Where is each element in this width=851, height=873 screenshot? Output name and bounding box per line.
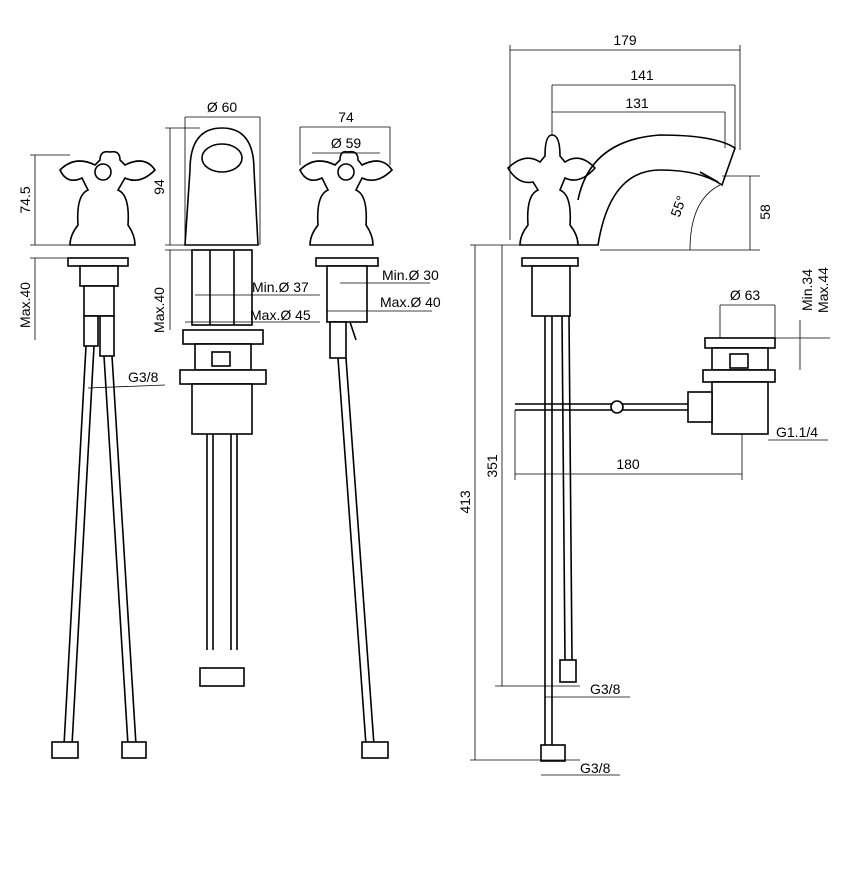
- dim-spout-reach-short: 131: [625, 95, 649, 111]
- dim-left-connection: G3/8: [128, 369, 159, 385]
- dim-valve-hole-max: Max.Ø 40: [380, 294, 441, 310]
- dim-right-connection-lower: G3/8: [580, 760, 611, 776]
- dim-waste-thread: G1.1/4: [776, 424, 818, 440]
- right-valve-drawing: [299, 126, 432, 759]
- dim-spout-body-height: 94: [151, 179, 167, 195]
- dim-spout-reach-mid: 141: [630, 67, 654, 83]
- dim-waste-min: Min.34: [799, 269, 815, 311]
- dim-spout-hole-min: Min.Ø 37: [252, 279, 309, 295]
- dim-hose-length-short: 351: [484, 454, 500, 478]
- dim-middle-max-thickness: Max.40: [151, 287, 167, 333]
- dim-handle-width: 74: [338, 109, 354, 125]
- dim-handle-height: 74.5: [17, 186, 33, 213]
- dim-left-max-thickness: Max.40: [17, 282, 33, 328]
- side-view-drawing: [470, 45, 830, 776]
- dim-waste-diameter: Ø 63: [730, 287, 761, 303]
- dim-spout-reach-total: 179: [613, 32, 637, 48]
- dim-right-connection-upper: G3/8: [590, 681, 621, 697]
- dim-spout-hole-max: Max.Ø 45: [250, 307, 311, 323]
- dim-spout-angle: 55°: [667, 194, 689, 219]
- dim-spout-outlet-height: 58: [757, 204, 773, 220]
- dim-valve-hole-min: Min.Ø 30: [382, 267, 439, 283]
- spout-front-drawing: [165, 116, 320, 687]
- dim-hose-length-total: 413: [457, 490, 473, 514]
- dim-spout-diameter: Ø 60: [207, 99, 238, 115]
- left-valve-drawing: [30, 150, 166, 759]
- dim-pop-up-rod-length: 180: [616, 456, 640, 472]
- dim-handle-base-diameter: Ø 59: [331, 135, 362, 151]
- dim-waste-max: Max.44: [815, 267, 831, 313]
